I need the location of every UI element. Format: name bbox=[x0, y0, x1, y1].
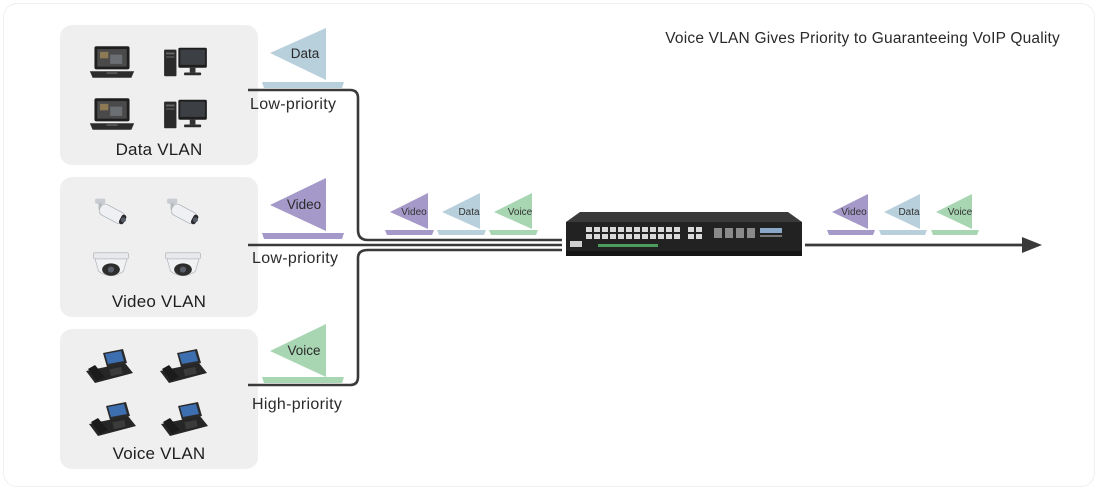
queue-in-flag-2: Data bbox=[437, 193, 486, 235]
queue-out-label-2: Data bbox=[898, 207, 920, 218]
voice-flag-label: Voice bbox=[287, 343, 320, 358]
queue-out-flag-3: Voice bbox=[931, 194, 979, 235]
queue-in-label-3: Voice bbox=[508, 207, 533, 218]
diagram-title: Voice VLAN Gives Priority to Guaranteein… bbox=[665, 30, 1060, 47]
ip-phone-icon bbox=[160, 349, 207, 383]
desktop-computer-icon bbox=[164, 47, 207, 77]
desktop-computer-icon bbox=[164, 99, 207, 129]
bullet-camera-icon bbox=[94, 198, 129, 227]
bullet-camera-icon bbox=[166, 198, 201, 227]
laptop-icon bbox=[89, 98, 135, 130]
queue-out-flag-1: Video bbox=[827, 194, 875, 235]
voice-priority-label: High-priority bbox=[252, 396, 343, 413]
queue-in-label-2: Data bbox=[458, 207, 480, 218]
ip-phone-icon bbox=[89, 402, 136, 436]
queue-in-flag-3: Voice bbox=[489, 193, 538, 235]
diagram-frame bbox=[3, 3, 1095, 487]
queue-out-flag-2: Data bbox=[879, 194, 927, 235]
queue-out-label-1: Video bbox=[841, 207, 867, 218]
voice-flag: Voice bbox=[262, 324, 344, 383]
video-priority-label: Low-priority bbox=[252, 250, 339, 267]
dome-camera-icon bbox=[164, 252, 202, 277]
ip-phone-icon bbox=[161, 402, 208, 436]
data-flag: Data bbox=[262, 28, 344, 88]
queue-in-flag-1: Video bbox=[385, 193, 434, 235]
output-arrow-icon bbox=[1022, 237, 1042, 253]
queue-out-label-3: Voice bbox=[948, 207, 973, 218]
data-vlan-panel: Data VLAN bbox=[60, 25, 258, 165]
data-vlan-label: Data VLAN bbox=[115, 140, 203, 159]
voice-vlan-label: Voice VLAN bbox=[112, 444, 206, 463]
video-vlan-panel: Video VLAN bbox=[60, 177, 258, 317]
connection-lines bbox=[248, 88, 562, 387]
data-flag-label: Data bbox=[291, 46, 320, 61]
video-flag: Video bbox=[262, 178, 344, 239]
ip-phone-icon bbox=[86, 349, 133, 383]
voice-vlan-panel: Voice VLAN bbox=[60, 329, 258, 469]
network-switch-icon bbox=[566, 212, 802, 256]
data-priority-label: Low-priority bbox=[250, 96, 337, 113]
dome-camera-icon bbox=[92, 252, 130, 277]
video-vlan-label: Video VLAN bbox=[111, 292, 207, 311]
queue-in-label-1: Video bbox=[401, 207, 427, 218]
laptop-icon bbox=[89, 46, 135, 78]
video-flag-label: Video bbox=[287, 197, 321, 212]
